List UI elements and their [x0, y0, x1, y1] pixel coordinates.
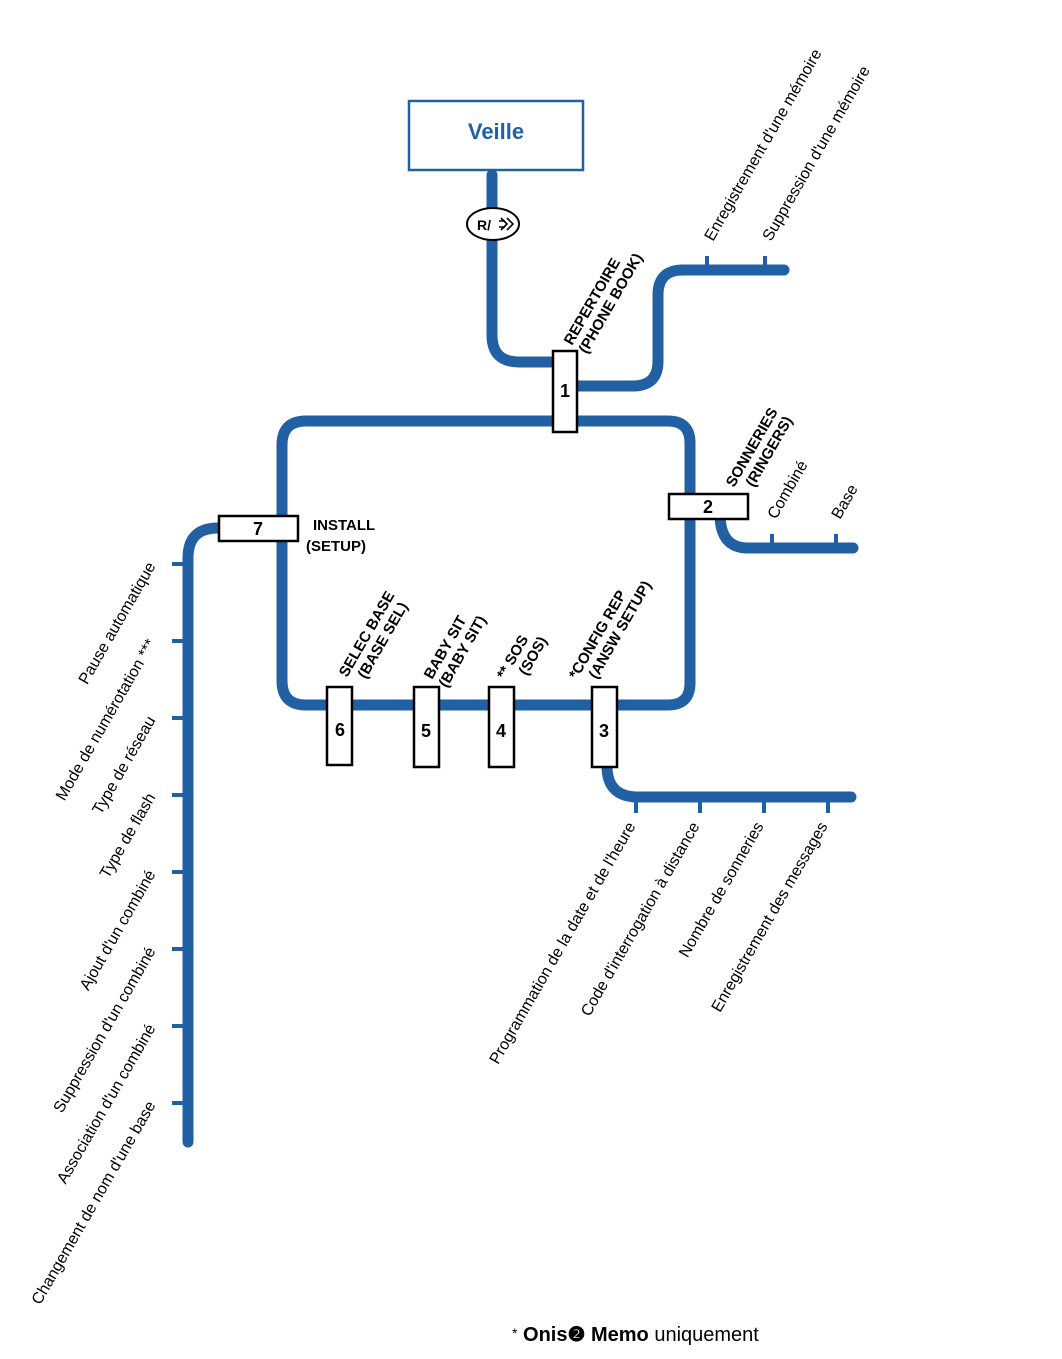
phonebook-branch-line — [572, 264, 790, 392]
footnote-circled-number: ❷ — [567, 1324, 586, 1346]
phonebook-item-record: Enregistrement d'une mémoire — [702, 46, 826, 244]
menu-7-label: INSTALL (SETUP) — [306, 517, 375, 555]
main-menu-loop — [276, 415, 696, 711]
standby-connector-line — [486, 169, 560, 368]
footnote-suffix: uniquement — [654, 1324, 759, 1346]
menu-2-box: 2 — [667, 492, 750, 521]
standby-label: Veille — [468, 119, 524, 144]
menu-6-box: 6 — [325, 685, 354, 767]
footnote-brand: Onis — [523, 1324, 568, 1346]
menu-6-number: 6 — [335, 720, 345, 740]
ringers-item-base: Base — [829, 482, 862, 522]
footnote-model: Memo — [590, 1324, 649, 1346]
menu-7-box: 7 — [217, 514, 300, 543]
menu-7-label-line1: INSTALL — [313, 517, 375, 534]
ringers-ticks — [770, 534, 838, 548]
footnote: * Onis❷ Memo uniquement — [512, 1322, 759, 1347]
menu-7-label-line2: (SETUP) — [306, 538, 366, 555]
menu-5-label: BABY SIT (BABY SIT) — [421, 613, 490, 691]
footnote-star: * — [512, 1325, 518, 1341]
menu-3-label: *CONFIG REP (ANSW SETUP) — [566, 578, 655, 682]
answ-setup-item-remote-code: Code d'interrogation à distance — [578, 819, 703, 1019]
menu-3-number: 3 — [599, 721, 609, 741]
answ-setup-ticks — [634, 797, 830, 813]
menu-1-label: REPERTOIRE (PHONE BOOK) — [561, 251, 647, 357]
menu-4-box: 4 — [487, 685, 516, 769]
menu-4-number: 4 — [496, 721, 506, 741]
menu-7-number: 7 — [253, 519, 263, 539]
setup-ticks — [172, 562, 188, 1105]
setup-item-add-handset: Ajout d'un combiné — [77, 867, 160, 993]
r-key-label: R/ — [477, 217, 491, 233]
phonebook-ticks — [705, 256, 767, 270]
menu-4-label: ** SOS (SOS) — [494, 632, 551, 682]
menu-3-box: 3 — [590, 685, 619, 769]
phonebook-arrow-icon — [499, 217, 515, 231]
ringers-item-handset: Combiné — [765, 458, 812, 522]
standby-box: Veille — [407, 99, 585, 172]
menu-2-number: 2 — [703, 497, 713, 517]
setup-item-auto-pause: Pause automatique — [76, 559, 160, 687]
answ-setup-branch-line — [601, 760, 857, 803]
menu-1-box: 1 — [551, 349, 579, 434]
setup-branch-line — [182, 522, 224, 1148]
r-key-icon: R/ — [466, 207, 520, 241]
answ-setup-item-messages: Enregistrement des messages — [709, 820, 832, 1016]
menu-5-number: 5 — [421, 721, 431, 741]
menu-5-box: 5 — [412, 685, 441, 769]
menu-1-number: 1 — [560, 381, 570, 401]
ringers-branch-line — [714, 508, 859, 554]
menu-6-label: SELEC BASE (BASE SEL) — [336, 588, 412, 681]
phonebook-item-delete: Suppression d'une mémoire — [760, 63, 874, 244]
